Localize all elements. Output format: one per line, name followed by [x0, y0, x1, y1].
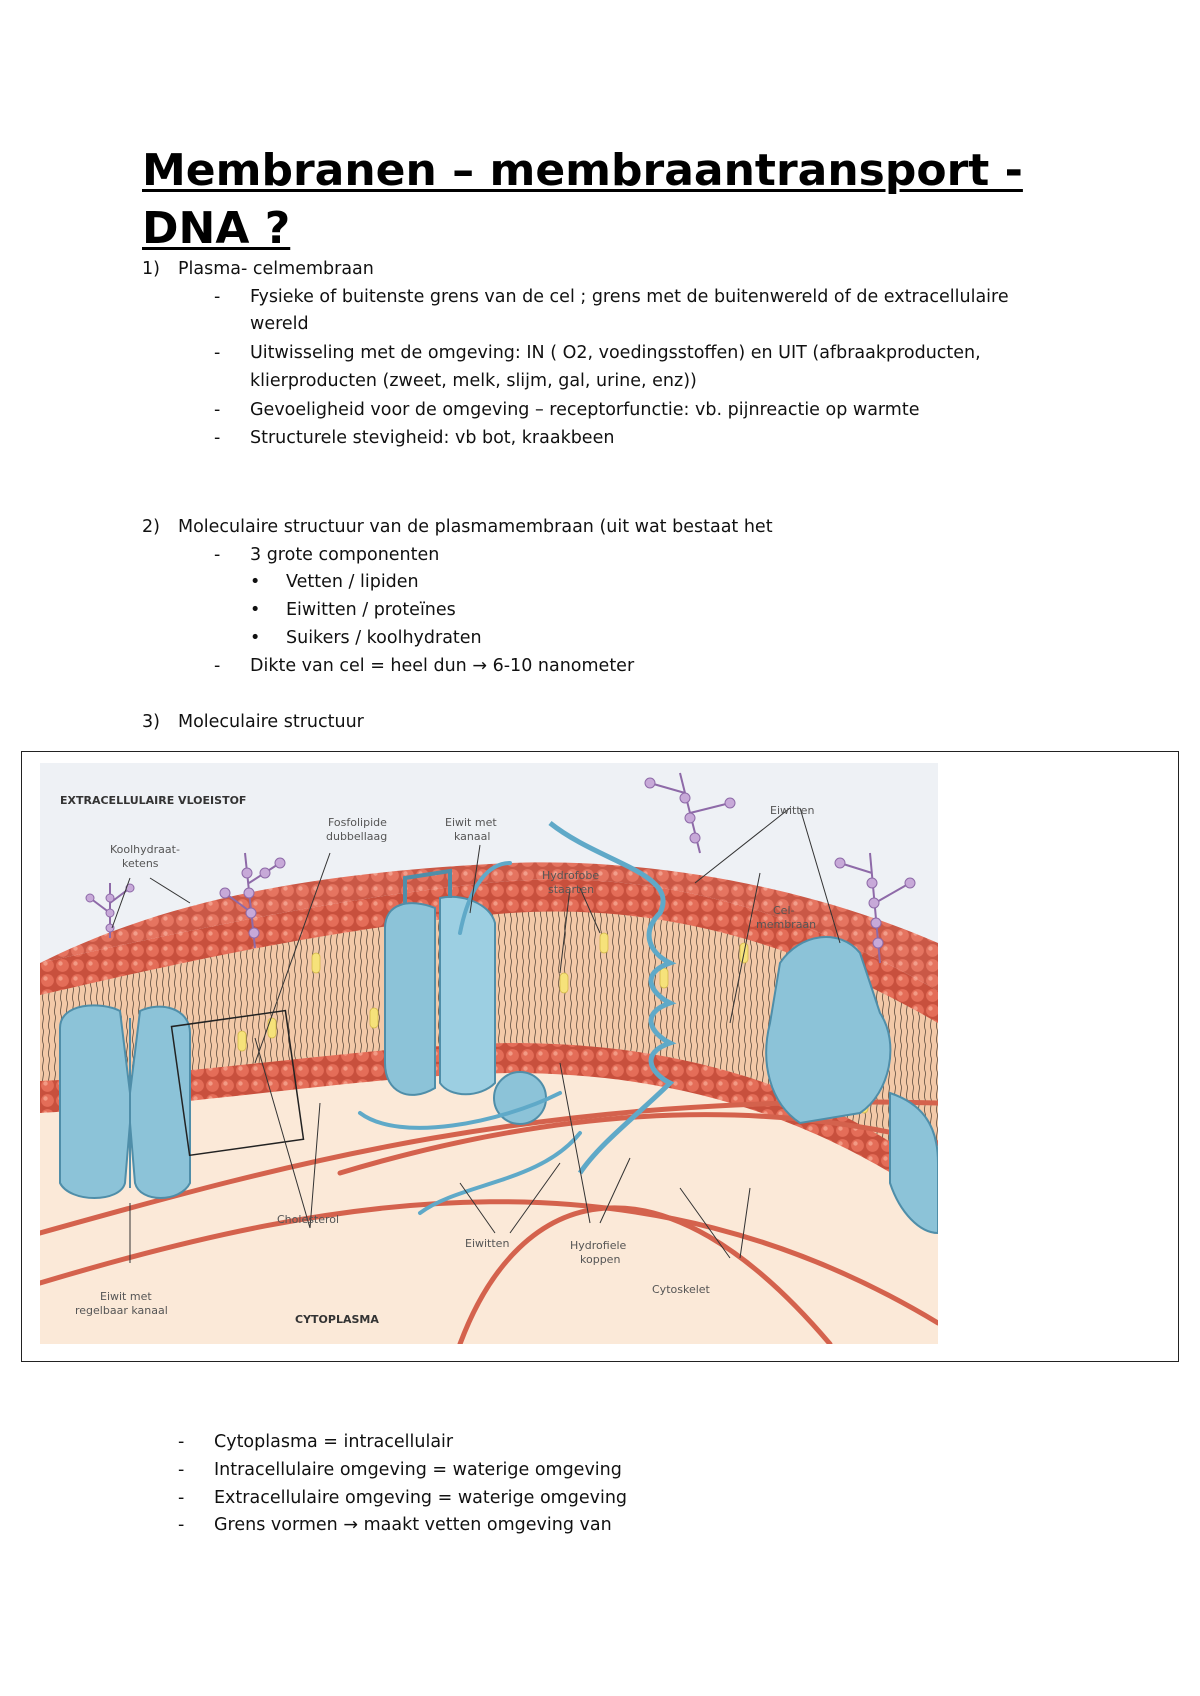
list-item: Gevoeligheid voor de omgeving – receptor…	[250, 400, 920, 420]
label-cholesterol: Cholesterol	[277, 1213, 339, 1226]
carbohydrate-chains	[85, 772, 916, 964]
arrow-icon: →	[343, 1515, 359, 1535]
list-dash: -	[214, 400, 221, 420]
list-dash: -	[214, 428, 221, 448]
boundary-result: maakt vetten omgeving van	[363, 1515, 612, 1535]
label-channel-2: kanaal	[454, 830, 490, 843]
helix-protein	[548, 821, 677, 1175]
list-dash: -	[178, 1460, 185, 1480]
list-dash: -	[178, 1488, 185, 1508]
list-item: Intracellulaire omgeving = waterige omge…	[214, 1460, 622, 1480]
list-item-continuation: klierproducten (zweet, melk, slijm, gal,…	[250, 371, 697, 391]
label-carbohydrate-2: ketens	[122, 857, 159, 870]
list-bullet: •	[250, 572, 261, 592]
list-dash: -	[178, 1432, 185, 1452]
label-hydrophilic-1: Hydrofiele	[570, 1239, 627, 1252]
list-item: Extracellulaire omgeving = waterige omge…	[214, 1488, 628, 1508]
label-cytoplasm: CYTOPLASMA	[295, 1313, 379, 1326]
label-proteins-top: Eiwitten	[770, 804, 814, 817]
label-channel-1: Eiwit met	[445, 816, 497, 829]
label-hydrophobic-1: Hydrofobe	[542, 869, 599, 882]
arrow-icon: →	[472, 656, 488, 676]
list-dash: -	[214, 656, 221, 676]
list-bullet: •	[250, 600, 261, 620]
section-3-number: 3)	[142, 712, 160, 732]
list-item-thickness: Dikte van cel = heel dun → 6-10 nanomete…	[250, 652, 634, 680]
list-item: Uitwisseling met de omgeving: IN ( O2, v…	[250, 343, 981, 363]
list-item-continuation: wereld	[250, 314, 309, 334]
gated-channel-protein	[59, 1004, 191, 1199]
sub-list-item: Vetten / lipiden	[286, 572, 419, 592]
list-dash: -	[178, 1515, 185, 1535]
page-title: Membranen – membraantransport - DNA ?	[142, 145, 1023, 254]
label-hydrophilic-2: koppen	[580, 1253, 620, 1266]
list-item-boundary: Grens vormen → maakt vetten omgeving van	[214, 1511, 612, 1539]
label-phospholipid-1: Fosfolipide	[328, 816, 387, 829]
cholesterol-molecules	[237, 932, 869, 1114]
label-proteins-bottom: Eiwitten	[465, 1237, 509, 1250]
phospholipid-detail-box	[170, 1009, 305, 1157]
section-1-number: 1)	[142, 259, 160, 279]
list-dash: -	[214, 343, 221, 363]
label-extracellular: EXTRACELLULAIRE VLOEISTOF	[60, 794, 246, 807]
section-2-number: 2)	[142, 517, 160, 537]
leader-lines	[111, 807, 841, 1263]
list-item: Cytoplasma = intracellulair	[214, 1432, 454, 1452]
label-gated-1: Eiwit met	[100, 1290, 152, 1303]
label-carbohydrate-1: Koolhydraat-	[110, 843, 180, 856]
label-phospholipid-2: dubbellaag	[326, 830, 387, 843]
cytoskeleton	[40, 1099, 938, 1344]
list-item: Structurele stevigheid: vb bot, kraakbee…	[250, 428, 615, 448]
list-dash: -	[214, 545, 221, 565]
section-3-heading: Moleculaire structuur	[178, 712, 364, 732]
boundary-text: Grens vormen	[214, 1515, 338, 1535]
figure-frame	[21, 751, 1179, 1362]
list-bullet: •	[250, 628, 261, 648]
thickness-value: 6-10 nanometer	[492, 656, 635, 676]
label-cell-membrane-2: membraan	[756, 918, 816, 931]
list-dash: -	[214, 287, 221, 307]
membrane-diagram: EXTRACELLULAIRE VLOEISTOF Koolhydraat- k…	[40, 763, 938, 1344]
list-item: Fysieke of buitenste grens van de cel ; …	[250, 287, 1009, 307]
label-gated-2: regelbaar kanaal	[75, 1304, 168, 1317]
peripheral-protein-right	[765, 936, 938, 1235]
section-1-heading: Plasma- celmembraan	[178, 259, 374, 279]
protein-strands	[358, 861, 582, 1215]
sub-list-item: Eiwitten / proteïnes	[286, 600, 456, 620]
label-cytoskeleton: Cytoskelet	[652, 1283, 711, 1296]
thickness-text: Dikte van cel = heel dun	[250, 656, 467, 676]
sub-list-item: Suikers / koolhydraten	[286, 628, 482, 648]
section-2-heading: Moleculaire structuur van de plasmamembr…	[178, 517, 773, 537]
list-item: 3 grote componenten	[250, 545, 440, 565]
channel-protein	[384, 868, 547, 1125]
label-hydrophobic-2: staarten	[548, 883, 594, 896]
label-cell-membrane-1: Cel-	[773, 904, 795, 917]
